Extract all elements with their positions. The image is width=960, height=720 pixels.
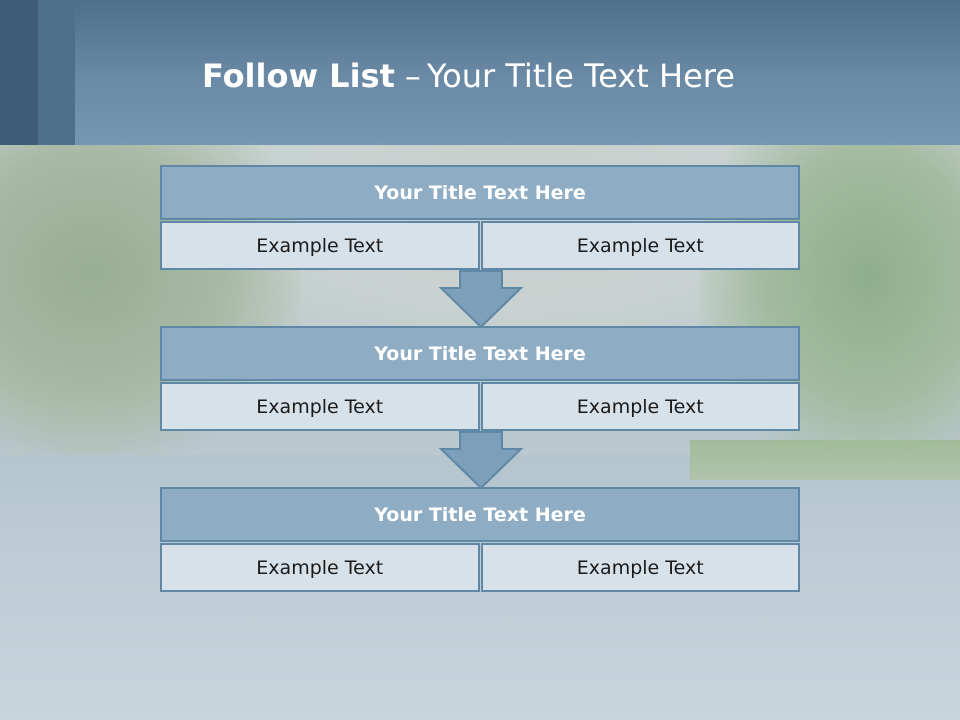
header-accent-strip [0,0,38,145]
step-row: Example Text Example Text [160,543,800,592]
header-band: Follow List–Your Title Text Here [0,0,960,145]
slide-title-bold: Follow List [202,57,395,95]
step-row: Example Text Example Text [160,221,800,270]
step-title: Your Title Text Here [160,326,800,381]
step-title: Your Title Text Here [160,487,800,542]
step-title: Your Title Text Here [160,165,800,220]
down-arrow-icon [438,431,524,489]
slide-title-separator: – [404,57,421,95]
step-cell-left: Example Text [160,221,480,270]
slide-title-rest: Your Title Text Here [426,57,735,95]
step-row: Example Text Example Text [160,382,800,431]
step-block-1: Your Title Text Here Example Text Exampl… [160,165,800,270]
down-arrow-icon [438,270,524,328]
slide-title: Follow List–Your Title Text Here [202,56,735,96]
step-cell-left: Example Text [160,543,480,592]
step-cell-right: Example Text [480,543,800,592]
step-cell-right: Example Text [480,221,800,270]
step-cell-left: Example Text [160,382,480,431]
background-shore [690,440,960,480]
step-block-3: Your Title Text Here Example Text Exampl… [160,487,800,592]
header-accent-strip-secondary [38,0,75,145]
step-block-2: Your Title Text Here Example Text Exampl… [160,326,800,431]
step-cell-right: Example Text [480,382,800,431]
